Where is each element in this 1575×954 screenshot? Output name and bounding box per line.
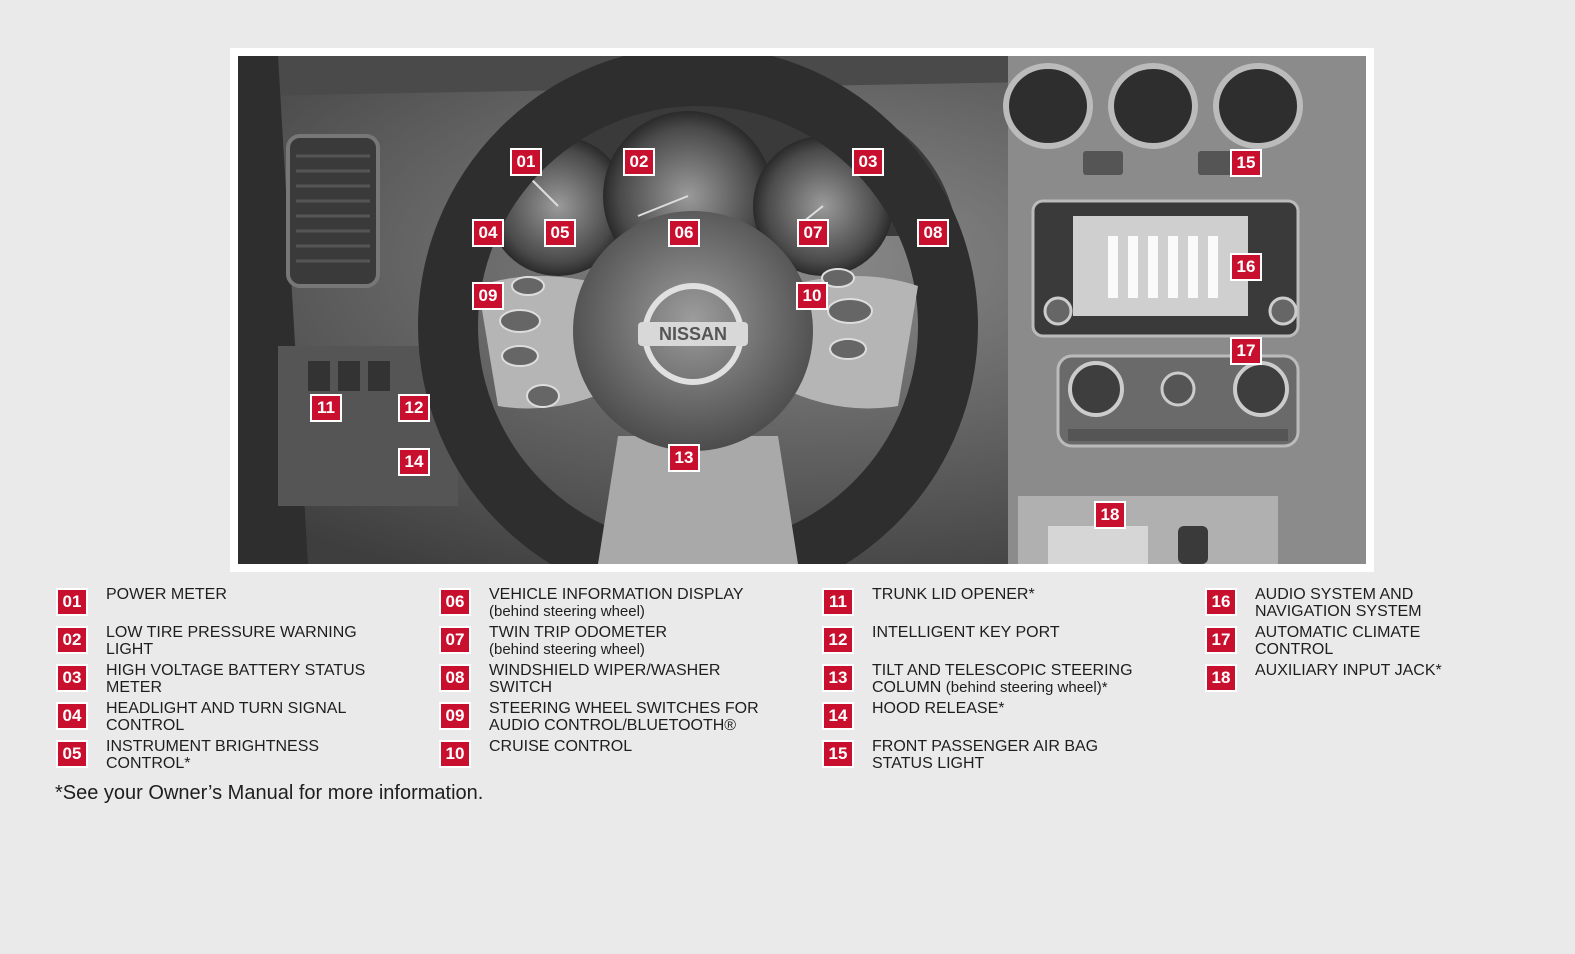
legend-number: 18 xyxy=(1205,664,1237,692)
legend-label: LOW TIRE PRESSURE WARNING LIGHT xyxy=(106,624,357,658)
legend-number: 13 xyxy=(822,664,854,692)
legend-number: 10 xyxy=(439,740,471,768)
callout-04: 04 xyxy=(472,219,504,247)
legend-number: 01 xyxy=(56,588,88,616)
callout-10: 10 xyxy=(796,282,828,310)
callout-11: 11 xyxy=(310,394,342,422)
legend-number: 16 xyxy=(1205,588,1237,616)
callout-17: 17 xyxy=(1230,337,1262,365)
legend-label: WINDSHIELD WIPER/WASHER SWITCH xyxy=(489,662,721,696)
legend-number: 06 xyxy=(439,588,471,616)
legend-label: AUDIO SYSTEM AND NAVIGATION SYSTEM xyxy=(1255,586,1422,620)
legend-label: HOOD RELEASE* xyxy=(872,700,1005,717)
callout-09: 09 xyxy=(472,282,504,310)
legend-label: AUTOMATIC CLIMATE CONTROL xyxy=(1255,624,1421,658)
legend-label: STEERING WHEEL SWITCHES FOR AUDIO CONTRO… xyxy=(489,700,759,734)
legend-number: 12 xyxy=(822,626,854,654)
dashboard-photo: NISSAN xyxy=(238,56,1366,564)
callout-02: 02 xyxy=(623,148,655,176)
legend-label: AUXILIARY INPUT JACK* xyxy=(1255,662,1442,679)
legend-label: HIGH VOLTAGE BATTERY STATUS METER xyxy=(106,662,366,696)
legend-number: 04 xyxy=(56,702,88,730)
callout-13: 13 xyxy=(668,444,700,472)
callout-14: 14 xyxy=(398,448,430,476)
legend-number: 03 xyxy=(56,664,88,692)
callout-12: 12 xyxy=(398,394,430,422)
legend-number: 11 xyxy=(822,588,854,616)
callout-01: 01 xyxy=(510,148,542,176)
callout-15: 15 xyxy=(1230,149,1262,177)
legend-label: INSTRUMENT BRIGHTNESS CONTROL* xyxy=(106,738,320,772)
callout-18: 18 xyxy=(1094,501,1126,529)
dashboard-illustration: NISSAN xyxy=(238,56,1366,564)
legend-label: TWIN TRIP ODOMETER(behind steering wheel… xyxy=(489,624,668,658)
dashboard-photo-frame: NISSAN xyxy=(230,48,1374,572)
legend-number: 07 xyxy=(439,626,471,654)
legend-number: 15 xyxy=(822,740,854,768)
legend-label: VEHICLE INFORMATION DISPLAY(behind steer… xyxy=(489,586,744,620)
callout-06: 06 xyxy=(668,219,700,247)
callout-03: 03 xyxy=(852,148,884,176)
legend-label: POWER METER xyxy=(106,586,227,603)
brand-badge: NISSAN xyxy=(659,324,727,344)
callout-08: 08 xyxy=(917,219,949,247)
legend-number: 05 xyxy=(56,740,88,768)
legend-label: HEADLIGHT AND TURN SIGNAL CONTROL xyxy=(106,700,346,734)
legend-label: FRONT PASSENGER AIR BAG STATUS LIGHT xyxy=(872,738,1099,772)
legend-label: CRUISE CONTROL xyxy=(489,738,633,755)
legend-label: TRUNK LID OPENER* xyxy=(872,586,1035,603)
legend-number: 08 xyxy=(439,664,471,692)
legend-number: 14 xyxy=(822,702,854,730)
footnote: *See your Owner’s Manual for more inform… xyxy=(55,782,484,804)
legend-label: TILT AND TELESCOPIC STEERING COLUMN (beh… xyxy=(872,662,1133,696)
callout-05: 05 xyxy=(544,219,576,247)
legend-number: 02 xyxy=(56,626,88,654)
legend-label: INTELLIGENT KEY PORT xyxy=(872,624,1060,641)
callout-16: 16 xyxy=(1230,253,1262,281)
legend-number: 17 xyxy=(1205,626,1237,654)
callout-07: 07 xyxy=(797,219,829,247)
legend-number: 09 xyxy=(439,702,471,730)
